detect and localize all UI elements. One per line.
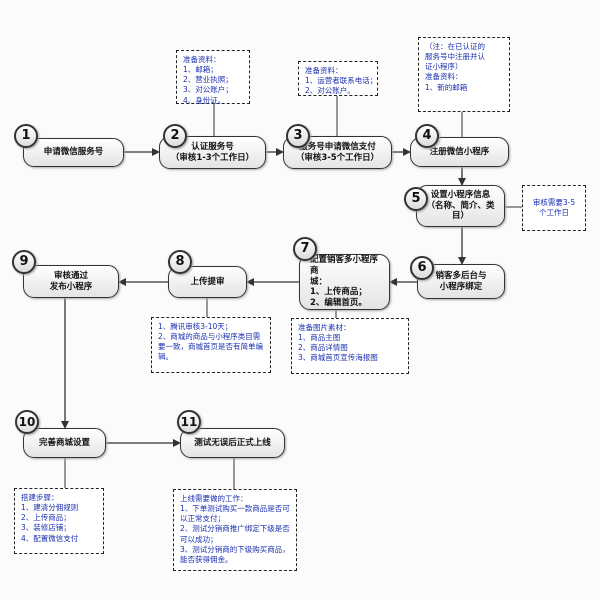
step-label-line: 测试无误后正式上线 xyxy=(194,437,271,448)
note-line: 证小程序） xyxy=(425,62,463,72)
step-label-line: 城： xyxy=(310,276,328,287)
step-11-box: 测试无误后正式上线 xyxy=(180,428,285,458)
note-line: 上线需要做的工作： xyxy=(180,494,248,503)
note-line: 服务号中注册并认 xyxy=(425,52,485,62)
note-line: 2、测试分销商推广绑定下级是否可以成功； xyxy=(180,524,290,544)
step-10-box: 完善商城设置 xyxy=(23,428,106,458)
note-line: 1、邮箱； xyxy=(183,65,218,75)
step-label-line: 配置销客多小程序商 xyxy=(310,255,379,277)
step-11-number: 11 xyxy=(177,410,201,434)
note-line: 3、测试分销商的下级购买商品，能否获得佣金。 xyxy=(180,544,290,564)
step-label-line: 销客多后台与 xyxy=(435,270,487,281)
step-label-line: 2、编辑首页。 xyxy=(310,297,367,308)
note-line: 1、商品主图 xyxy=(298,333,341,343)
step-4-number: 4 xyxy=(415,124,439,148)
step-7-box: 配置销客多小程序商城：1、上传商品；2、编辑首页。 xyxy=(299,254,390,310)
note-line: 2、商品详情图 xyxy=(298,343,348,353)
note-line: 搭建步骤： xyxy=(21,493,59,502)
note-line: 2、商城的商品与小程序类目需要一致，商城首页是否有简单编辑。 xyxy=(158,332,263,362)
step-8-number: 8 xyxy=(168,250,192,274)
note-line: 准备资料： xyxy=(425,72,463,82)
step-label-line: 认证服务号 xyxy=(191,141,234,152)
step-5-box: 设置小程序信息（名称、简介、类目） xyxy=(416,185,505,227)
note-line: 审核需要3-5 xyxy=(532,198,576,207)
step-9-box: 审核通过发布小程序 xyxy=(23,265,119,298)
note-step-4: （注：在已认证的服务号中注册并认证小程序）准备资料：1、新的邮箱 xyxy=(418,37,510,112)
note-line: 3、装修店铺； xyxy=(21,523,71,533)
step-2-number: 2 xyxy=(163,124,187,148)
note-line: 4、配置微信支付 xyxy=(21,533,79,543)
note-step-8: 1、腾讯审核3-10天；2、商城的商品与小程序类目需要一致，商城首页是否有简单编… xyxy=(151,317,271,373)
step-label-line: 申请微信服务号 xyxy=(43,147,104,158)
note-line: 1、运营者联系电话； xyxy=(305,76,378,86)
step-label-line: 目） xyxy=(451,211,469,222)
note-step-11: 上线需要做的工作：1、下单测试购买一款商品是否可以正常支付；2、测试分销商推广绑… xyxy=(173,489,297,571)
step-1-number: 1 xyxy=(14,124,38,148)
step-3-number: 3 xyxy=(286,124,310,148)
step-label-line: 注册微信小程序 xyxy=(429,146,490,157)
step-label-line: 服务号申请微信支付 xyxy=(299,141,376,152)
note-line: 2、对公账户。 xyxy=(305,86,355,96)
note-line: 2、营业执照； xyxy=(183,75,233,85)
step-label-line: 上传提审 xyxy=(190,276,225,287)
step-label-line: 完善商城设置 xyxy=(38,437,90,448)
step-label-line: 1、上传商品； xyxy=(310,287,367,298)
note-step-2: 准备资料：1、邮箱；2、营业执照；3、对公账户；4、身份证。 xyxy=(176,50,250,105)
note-line: （注：在已认证的 xyxy=(425,42,485,51)
note-line: 3、商城首页宣传海报图 xyxy=(298,353,378,363)
note-line: 准备资料： xyxy=(183,55,221,64)
note-line: 1、建清分佣规则 xyxy=(21,503,79,513)
note-line: 1、下单测试购买一款商品是否可以正常支付； xyxy=(180,504,290,524)
step-label-line: 设置小程序信息 xyxy=(430,190,491,201)
note-line: 2、上传商品； xyxy=(21,513,71,523)
step-label-line: 发布小程序 xyxy=(49,281,93,292)
note-line: 4、身份证。 xyxy=(183,95,226,105)
step-5-number: 5 xyxy=(404,187,428,211)
step-label-line: （名称、简介、类 xyxy=(426,200,495,211)
note-line: 3、对公账户； xyxy=(183,85,233,95)
note-line: 个工作日 xyxy=(539,208,569,218)
note-line: 准备资料： xyxy=(305,66,343,75)
step-label-line: （审核1-3个工作日） xyxy=(170,152,255,163)
note-line: 1、腾讯审核3-10天； xyxy=(158,322,233,331)
step-9-number: 9 xyxy=(12,250,36,274)
step-label-line: （审核3-5个工作日） xyxy=(295,152,380,163)
step-6-number: 6 xyxy=(410,256,434,280)
step-10-number: 10 xyxy=(15,410,39,434)
note-line: 准备图片素材： xyxy=(298,323,351,332)
step-label-line: 小程序绑定 xyxy=(439,281,483,292)
step-label-line: 审核通过 xyxy=(53,270,88,281)
step-1-box: 申请微信服务号 xyxy=(23,138,124,167)
note-line: 1、新的邮箱 xyxy=(425,82,468,92)
step-7-number: 7 xyxy=(293,237,317,261)
note-step-3: 准备资料：1、运营者联系电话；2、对公账户。 xyxy=(298,61,378,96)
